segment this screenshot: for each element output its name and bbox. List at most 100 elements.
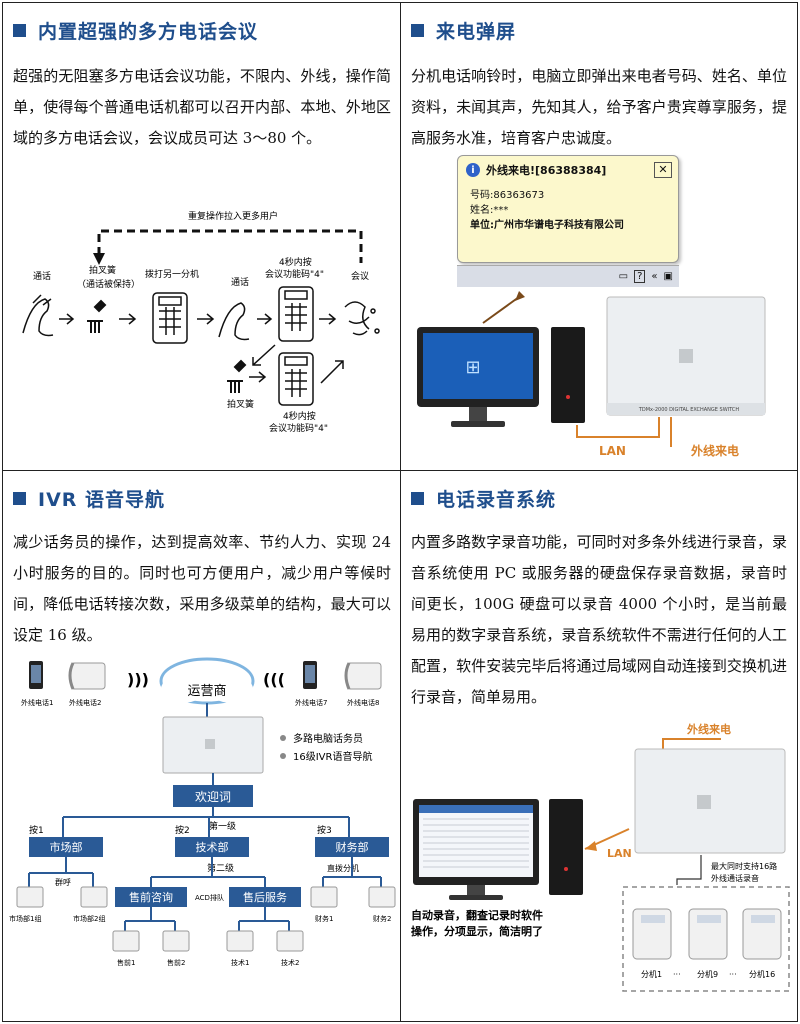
popup-text: 分机电话响铃时，电脑立即弹出来电者号码、姓名、单位资料，未闻其声，先知其人，给予… [411, 67, 787, 147]
popup-title: 来电弹屏 [411, 15, 516, 45]
caller2-icon [218, 302, 250, 341]
diagram-label: 按1 [29, 824, 44, 836]
diagram-label: 外线电话2 [69, 698, 101, 707]
trunk-label: 外线来电 [686, 722, 731, 736]
ivr-text: 减少话务员的操作，达到提高效率、节约人力、实现 24 小时服务的目的。同时也可方… [13, 533, 391, 644]
welcome-box: 欢迎词 [195, 789, 231, 804]
trunk-label: 外线来电 [691, 443, 739, 458]
diagram-label: 按2 [175, 824, 190, 836]
pc-tower-icon [551, 327, 585, 423]
conference-section: 内置超强的多方电话会议 超强的无阻塞多方电话会议功能，不限内、外线，操作简单，使… [2, 2, 401, 471]
flow-arrows [59, 313, 344, 384]
extension-phone-icon [632, 908, 672, 960]
pbx-device-icon [634, 748, 786, 854]
recording-section: 电话录音系统 内置多路数字录音功能，可同时对多条外线进行录音，录音系统使用 PC… [400, 470, 798, 1022]
aftersale-box: 售后服务 [243, 890, 287, 904]
diagram-label: 售前1 [117, 958, 135, 967]
dept-finance: 财务部 [336, 840, 369, 854]
caption-line2: 操作，分项显示，简洁明了 [411, 924, 543, 938]
caption-line1: 自动录音，翻查记录时软件 [411, 908, 543, 922]
diagram-label: 财务1 [315, 914, 333, 923]
dept-tech: 技术部 [196, 840, 229, 854]
conference-text: 超强的无阻塞多方电话会议功能，不限内、外线，操作简单，使得每个普通电话机都可以召… [13, 67, 391, 147]
title-bullet-icon [411, 491, 424, 505]
diagram-label: 直拨分机 [327, 863, 359, 873]
support-line1: 最大同时支持16路 [711, 861, 777, 871]
monitor-icon: ⊞ [417, 327, 539, 427]
feature-1: 多路电脑话务员 [293, 732, 363, 745]
diagram-label: 分机9 [697, 969, 718, 979]
recording-title: 电话录音系统 [411, 483, 556, 513]
pbx-device-icon: TDMx-2000 DIGITAL EXCHANGE SWITCH [606, 296, 766, 416]
conference-title: 内置超强的多方电话会议 [13, 15, 258, 45]
wireless-icon: ))) [127, 670, 149, 689]
ivr-title: IVR 语音导航 [13, 483, 165, 513]
hook2-icon [227, 359, 247, 393]
title-bullet-icon [13, 23, 26, 37]
operator-label: 运营商 [187, 684, 226, 699]
extension-phone-icon [742, 908, 782, 960]
printer-icon[interactable]: ▭ [618, 271, 629, 282]
monitor-icon [413, 799, 539, 900]
popup-network-diagram: ⊞ TDMx-2000 DIGITAL EXCHANGE SWITCH LAN [417, 291, 766, 458]
diagram-label: （通话被保持） [77, 278, 140, 290]
meeting-icon [344, 301, 380, 336]
ivr-tree-diagram: 外线电话1 外线电话2 ))) 外线电话7 外线电话8 ((( 运营商 多路电脑 [9, 657, 396, 967]
info-icon: i [466, 163, 480, 177]
pc-tower-icon [549, 799, 583, 895]
conference-flow-diagram: 重复操作拉入更多用户 通话 拍叉簧 （通话被保持） 拨打另一分机 通话 4秒内按… [22, 210, 380, 434]
desk-phone-icon [344, 662, 382, 690]
feature-2: 16级IVR语音导航 [293, 750, 372, 763]
diagram-label: ACD排队 [195, 893, 224, 902]
diagram-label: ··· [673, 970, 681, 979]
recording-text: 内置多路数字录音功能，可同时对多条外线进行录音，录音系统使用 PC 或服务器的硬… [411, 533, 787, 706]
diagram-label: 财务2 [373, 914, 391, 923]
diagram-label: 市场部2组 [73, 914, 105, 923]
dialpad-icon [152, 292, 188, 344]
diagram-label: ··· [729, 970, 737, 979]
chevron-icon[interactable]: « [651, 271, 658, 282]
diagram-label: 群呼 [55, 877, 71, 887]
hook-icon [87, 299, 107, 333]
diagram-label: 通话 [33, 270, 51, 282]
extension-phone-icon [688, 908, 728, 960]
pbx-device-icon [162, 716, 264, 774]
diagram-label: 拨打另一分机 [145, 268, 199, 280]
diagram-label: 第一级 [209, 820, 236, 832]
diagram-label: 4秒内按 [283, 410, 316, 422]
cloud-icon [159, 657, 255, 705]
dept-market: 市场部 [50, 840, 83, 854]
repeat-label: 重复操作拉入更多用户 [188, 210, 278, 222]
desk-phone-icon [68, 662, 106, 690]
diagram-label: 4秒内按 [279, 256, 312, 268]
svg-text:⊞: ⊞ [465, 357, 480, 378]
popup-header: 外线来电![86388384] [486, 164, 607, 177]
diagram-label: 会议 [351, 270, 369, 282]
dialpad3-icon [278, 352, 314, 406]
diagram-label: 市场部1组 [9, 914, 41, 923]
diagram-label: 按3 [317, 824, 332, 836]
popup-name: 姓名:*** [470, 205, 509, 216]
close-icon[interactable]: ✕ [654, 162, 672, 178]
diagram-label: 外线电话7 [295, 698, 327, 707]
help-icon[interactable]: ? [634, 270, 646, 283]
diagram-label: 会议功能码"4" [265, 268, 324, 280]
popup-section: 来电弹屏 分机电话响铃时，电脑立即弹出来电者号码、姓名、单位资料，未闻其声，先知… [400, 2, 798, 471]
lan-label: LAN [607, 847, 632, 860]
diagram-label: 第二级 [207, 862, 234, 874]
popup-company: 单位:广州市华谱电子科技有限公司 [470, 220, 624, 231]
ivr-section: IVR 语音导航 减少话务员的操作，达到提高效率、节约人力、实现 24 小时服务… [2, 470, 401, 1022]
caller-icon [22, 294, 54, 337]
diagram-label: 外线电话1 [21, 698, 53, 707]
diagram-label: 分机1 [641, 969, 662, 979]
diagram-label: 拍叉簧 [227, 398, 254, 410]
support-line2: 外线通话录音 [711, 873, 759, 883]
diagram-label: 售前2 [167, 958, 185, 967]
lan-label: LAN [599, 444, 626, 458]
diagram-label: 技术1 [231, 958, 249, 967]
diagram-label: 通话 [231, 276, 249, 288]
diagram-label: 外线电话8 [347, 698, 379, 707]
tray-icon[interactable]: ▣ [663, 271, 673, 282]
diagram-label: 分机16 [749, 969, 775, 979]
